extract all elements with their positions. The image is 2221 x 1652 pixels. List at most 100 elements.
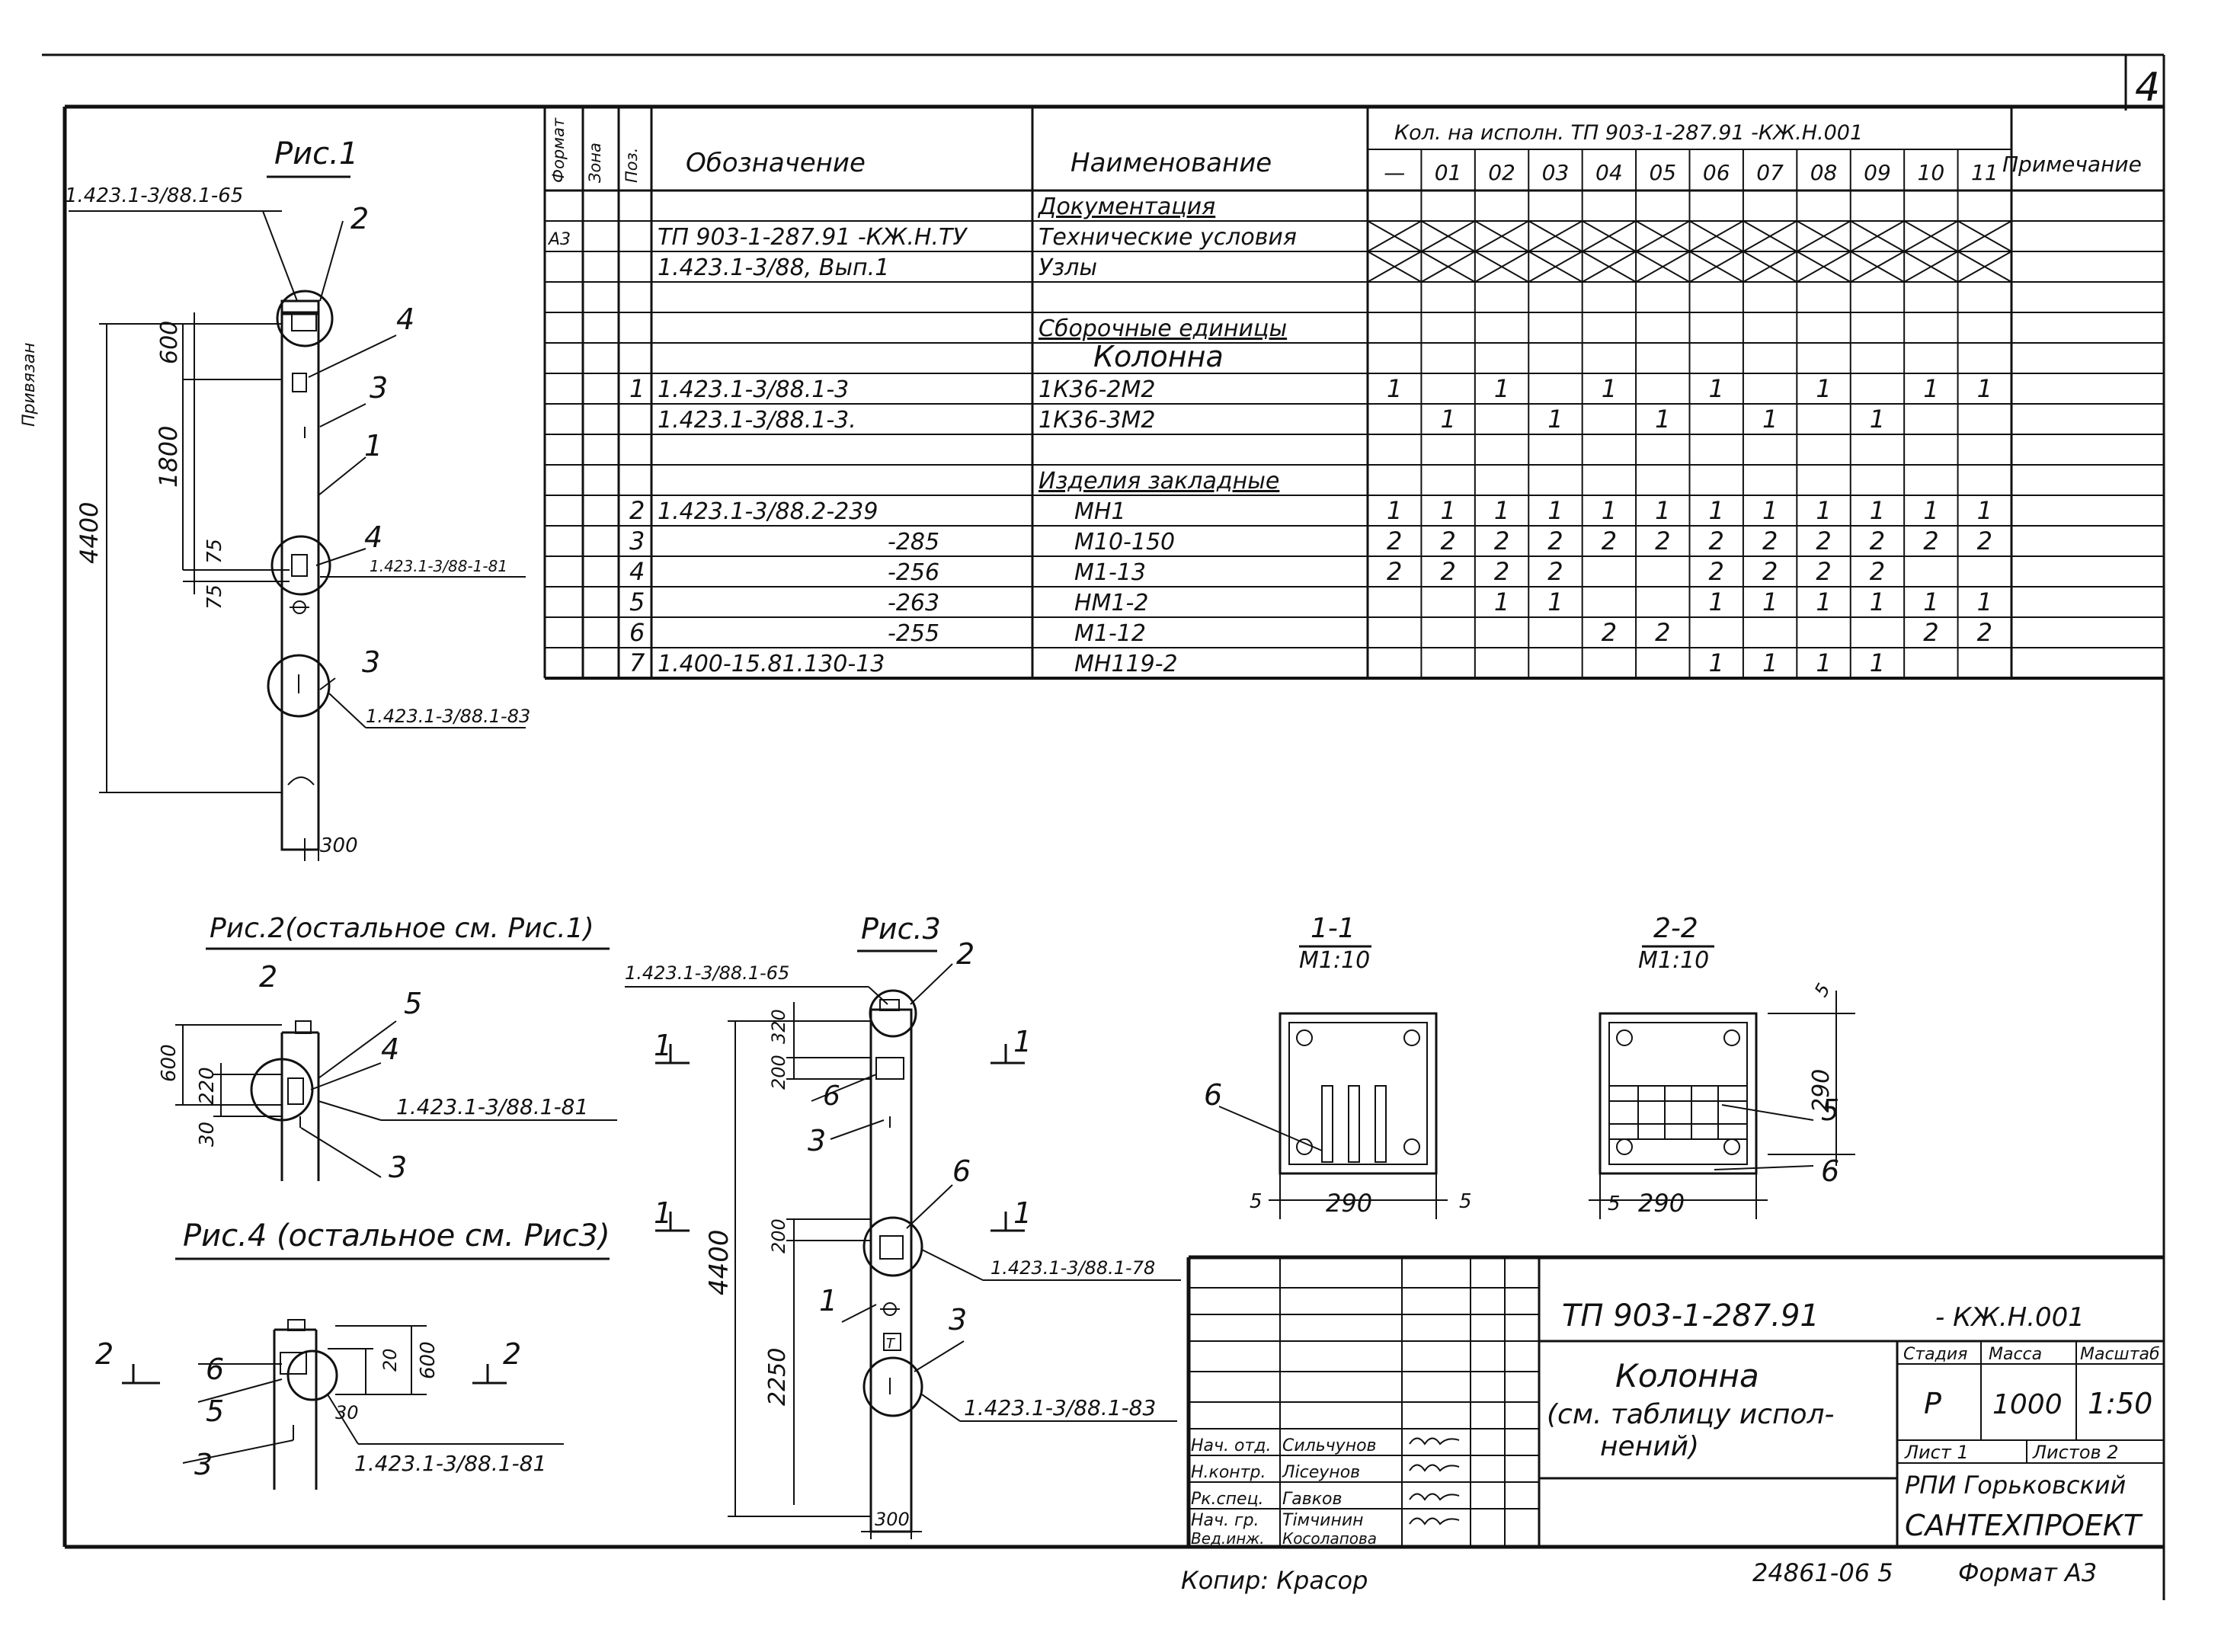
qty-cell: 2 <box>1709 557 1724 586</box>
qty-cell: 1 <box>1762 405 1778 434</box>
fig2-dim-220: 220 <box>196 1067 219 1105</box>
row-position: 4 <box>629 557 645 586</box>
header-zone: Зона <box>586 142 604 183</box>
fig3-dim-total: 4400 <box>704 1229 734 1295</box>
variant-header: 05 <box>1649 160 1676 185</box>
qty-cell: 1 <box>1440 496 1455 525</box>
qty-cell: 2 <box>1655 618 1670 647</box>
row-designation: -263 <box>888 590 939 616</box>
fig4-callout-6: 6 <box>206 1353 224 1386</box>
fig1-ref-low: 1.423.1-3/88.1-83 <box>366 706 530 727</box>
qty-cell: 1 <box>1923 496 1938 525</box>
fig1-dim-top: 600 <box>156 321 183 364</box>
row-position: 1 <box>629 374 645 403</box>
cross-mark <box>1743 220 1797 252</box>
section1-dim-side-a: 5 <box>1250 1190 1263 1213</box>
signer-5-name: Косолапова <box>1282 1529 1377 1548</box>
title-org-line1: РПИ Горьковский <box>1905 1471 2126 1500</box>
signature-3 <box>1409 1493 1460 1501</box>
fig4-callout-3: 3 <box>194 1448 213 1481</box>
cross-mark <box>1850 251 1905 283</box>
title-stage-label: Стадия <box>1903 1345 1967 1364</box>
fig1-dim-width: 300 <box>320 834 358 857</box>
fig4-callout-5: 5 <box>206 1394 224 1428</box>
row-name: Технические условия <box>1038 224 1297 251</box>
variant-header: 10 <box>1918 160 1945 185</box>
row-position: 5 <box>629 587 645 616</box>
cross-mark <box>1367 251 1422 283</box>
row-name: Узлы <box>1038 255 1097 281</box>
fig2-callout-3: 3 <box>389 1151 407 1184</box>
qty-cell: 1 <box>1870 405 1885 434</box>
fig3-dim-200a: 200 <box>768 1055 789 1090</box>
row-designation: 1.400-15.81.130-13 <box>658 651 885 677</box>
row-position: 3 <box>629 527 645 555</box>
qty-cell: 1 <box>1494 587 1509 616</box>
cross-mark <box>1474 251 1529 283</box>
fig1-callout-4b: 4 <box>364 520 382 554</box>
qty-cell: 2 <box>1602 618 1617 647</box>
header-format: Формат <box>549 117 568 183</box>
section2-dim-top: 5 <box>1810 980 1835 1000</box>
row-designation: -256 <box>888 559 939 586</box>
cross-mark <box>1582 220 1637 252</box>
fig2-dim-600: 600 <box>158 1044 181 1082</box>
section2-callout-5: 5 <box>1821 1093 1839 1127</box>
fig3-dim-320: 320 <box>768 1009 789 1044</box>
qty-cell: 1 <box>1870 587 1885 616</box>
section2-dim-height: 290 <box>1808 1069 1835 1113</box>
section-heading: Изделия закладные <box>1038 468 1279 495</box>
fig4-dim-600: 600 <box>417 1341 440 1379</box>
qty-cell: 2 <box>1870 527 1885 555</box>
qty-cell: 1 <box>1977 374 1992 403</box>
qty-cell: 1 <box>1923 374 1938 403</box>
qty-cell: 2 <box>1547 557 1563 586</box>
fig3-column-elevation: Рис.3 Т <box>625 912 1181 1539</box>
qty-cell: 1 <box>1870 496 1885 525</box>
qty-cell: 2 <box>1440 527 1455 555</box>
cross-mark <box>1582 251 1637 283</box>
fig1-title: Рис.1 <box>274 136 358 171</box>
title-scale-label: Масштаб <box>2080 1345 2160 1364</box>
row-format: А3 <box>547 230 571 249</box>
fig2-callout-5: 5 <box>404 987 422 1020</box>
row-designation: 1.423.1-3/88.1-3 <box>658 376 849 403</box>
qty-cell: 1 <box>1977 587 1992 616</box>
section2-dim-width: 290 <box>1638 1189 1685 1218</box>
signer-4-name: Тімчинин <box>1282 1511 1364 1530</box>
signer-5-role: Вед.инж. <box>1191 1529 1265 1548</box>
variant-header: 06 <box>1703 160 1730 185</box>
qty-cell: 2 <box>1977 527 1992 555</box>
row-designation: -285 <box>888 529 939 555</box>
cross-mark <box>1796 251 1851 283</box>
section2-callout-6: 6 <box>1821 1154 1839 1188</box>
section1-title: 1-1 <box>1311 913 1355 944</box>
cross-mark <box>1957 220 2012 252</box>
variant-header: 02 <box>1488 160 1515 185</box>
qty-cell: 1 <box>1709 587 1724 616</box>
qty-cell: 2 <box>1816 557 1831 586</box>
qty-cell: 1 <box>1602 496 1617 525</box>
title-block: ТП 903-1-287.91 - КЖ.Н.001 Колонна (см. … <box>1186 1255 2164 1548</box>
qty-cell: 2 <box>1655 527 1670 555</box>
cross-mark <box>1689 220 1744 252</box>
signer-1-name: Сильчунов <box>1282 1436 1377 1455</box>
qty-cell: 1 <box>1762 587 1778 616</box>
sheet-number: 4 <box>2135 65 2160 110</box>
variant-header: 03 <box>1542 160 1570 185</box>
fig3-ref-low: 1.423.1-3/88.1-83 <box>964 1395 1156 1420</box>
fig3-section-mark-4: 1 <box>1013 1196 1032 1230</box>
qty-cell: 2 <box>1547 527 1563 555</box>
qty-cell: 2 <box>1440 557 1455 586</box>
cross-mark <box>1689 251 1744 283</box>
signer-3-role: Рк.спец. <box>1191 1490 1264 1509</box>
qty-cell: 1 <box>1816 374 1831 403</box>
qty-cell: 1 <box>1655 496 1670 525</box>
section2-dim-side: 5 <box>1608 1193 1621 1215</box>
fig3-dim-width: 300 <box>875 1509 910 1530</box>
variant-header: 08 <box>1810 160 1838 185</box>
row-position: 6 <box>629 618 645 647</box>
row-name: 1К36-2М2 <box>1038 376 1155 403</box>
